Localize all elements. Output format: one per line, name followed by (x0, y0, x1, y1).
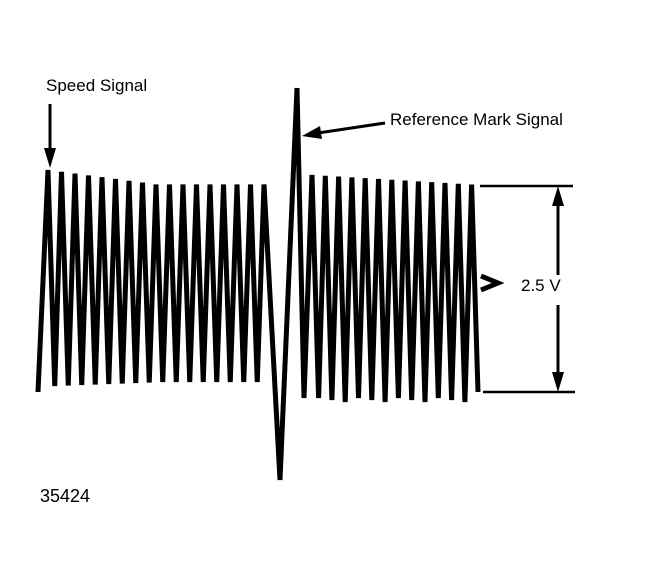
speed-signal-label: Speed Signal (46, 76, 148, 95)
speed-signal-waveform (35, 87, 481, 481)
reference-mark-signal-label: Reference Mark Signal (390, 110, 563, 129)
reference-mark-arrow (302, 121, 386, 139)
voltage-label: 2.5 V (521, 276, 561, 295)
speed-signal-arrow (44, 104, 56, 168)
chevron-icon (480, 273, 505, 293)
voltage-dimension (480, 184, 575, 394)
figure-number: 35424 (40, 486, 91, 506)
